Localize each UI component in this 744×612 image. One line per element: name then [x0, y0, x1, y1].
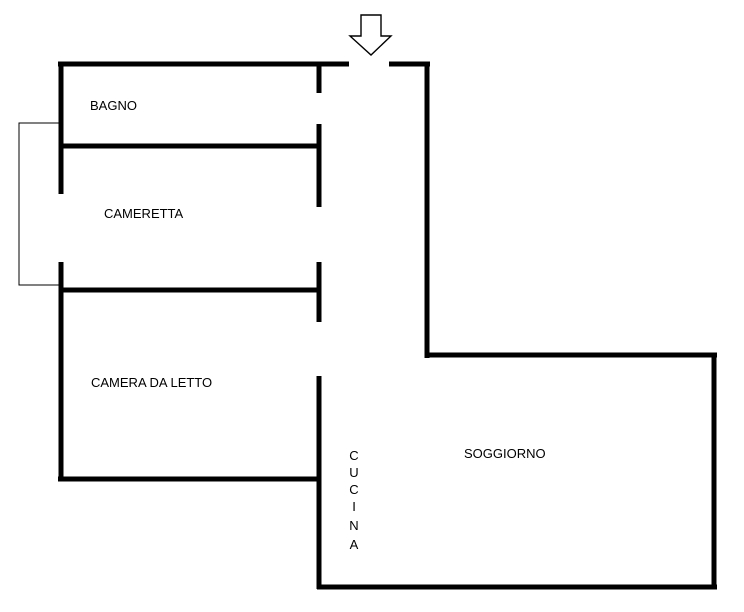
cucina-letter: A [350, 537, 359, 552]
room-label-cucina: C U C I N A [349, 448, 358, 552]
cucina-letter: U [349, 465, 358, 480]
cucina-letter: C [349, 448, 358, 463]
cucina-letter: I [352, 499, 356, 514]
room-label-soggiorno: SOGGIORNO [464, 446, 546, 461]
room-label-cameretta: CAMERETTA [104, 206, 184, 221]
entrance-arrow-icon [348, 14, 393, 56]
balcony-outline [18, 122, 60, 286]
room-label-camera-da-letto: CAMERA DA LETTO [91, 375, 212, 390]
cucina-letter: C [349, 482, 358, 497]
room-label-bagno: BAGNO [90, 98, 137, 113]
cucina-letter: N [349, 518, 358, 533]
